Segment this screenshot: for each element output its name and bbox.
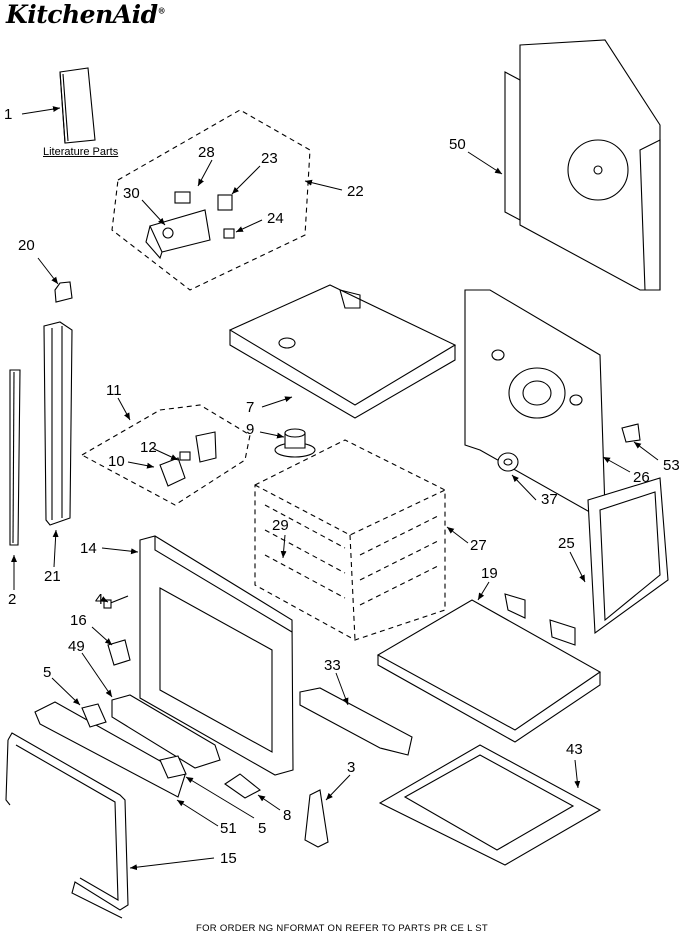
callout-5b: 5: [258, 820, 266, 837]
brand-logo: KitchenAid®: [6, 0, 166, 29]
part-switch-group: [80, 404, 251, 506]
callout-29: 29: [272, 517, 289, 534]
callout-10: 10: [108, 453, 125, 470]
callout-30: 30: [123, 185, 140, 202]
callout-28: 28: [198, 144, 215, 161]
callout-33: 33: [324, 657, 341, 674]
callout-20: 20: [18, 237, 35, 254]
part-rear-panel: [504, 39, 661, 291]
part-trim-strip: [9, 369, 21, 546]
callout-2: 2: [8, 591, 16, 608]
callout-12: 12: [140, 439, 157, 456]
part-literature-booklet: [59, 67, 96, 144]
part-vent-duct: [111, 694, 221, 769]
part-mounting-bracket: [304, 789, 329, 848]
part-access-panel: [587, 477, 669, 635]
callout-arrows: [11, 106, 659, 871]
part-lower-tray: [378, 744, 602, 866]
callout-26: 26: [633, 469, 650, 486]
part-bottom-tray: [376, 593, 602, 743]
callout-16: 16: [70, 612, 87, 629]
callout-11: 11: [106, 382, 122, 399]
callout-15: 15: [220, 850, 237, 867]
part-small-bracket: [224, 773, 261, 799]
part-oven-cavity: [254, 439, 446, 641]
part-clip: [621, 423, 641, 443]
literature-parts-label: Literature Parts: [43, 146, 119, 158]
callout-51: 51: [220, 820, 237, 837]
callout-9: 9: [246, 421, 254, 438]
part-control-group: [111, 109, 311, 291]
callout-5: 5: [43, 664, 51, 681]
callout-25: 25: [558, 535, 575, 552]
part-side-rail: [43, 321, 73, 526]
callout-43: 43: [566, 741, 583, 758]
callout-21: 21: [44, 568, 61, 585]
callout-7: 7: [246, 399, 254, 416]
part-front-frame: [139, 535, 294, 776]
callout-27: 27: [470, 537, 487, 554]
part-top-plate: [228, 284, 457, 419]
part-element-clip: [497, 452, 519, 472]
part-cap: [54, 281, 73, 303]
callout-8: 8: [283, 807, 291, 824]
part-sensor: [274, 428, 316, 458]
callout-22: 22: [347, 183, 364, 200]
callout-19: 19: [481, 565, 498, 582]
callout-14: 14: [80, 540, 97, 557]
part-trim-bar: [299, 687, 413, 756]
part-bracket: [107, 639, 131, 666]
callout-1: 1: [4, 106, 12, 123]
footer-note: FOR ORDER NG NFORMAT ON REFER TO PARTS P…: [196, 923, 488, 934]
callout-3: 3: [347, 759, 355, 776]
part-side-panel: [464, 289, 606, 516]
callout-4: 4: [95, 591, 103, 608]
callout-24: 24: [267, 210, 284, 227]
part-door-gasket: [5, 732, 129, 919]
callout-53: 53: [663, 457, 680, 474]
callout-numbers: 1 28 23 22 30 24 50 20 11 12 10 7 9 53 2…: [4, 106, 680, 867]
callout-50: 50: [449, 136, 466, 153]
callout-23: 23: [261, 150, 278, 167]
part-vent-trim: [34, 701, 187, 798]
callout-37: 37: [541, 491, 558, 508]
callout-49: 49: [68, 638, 85, 655]
